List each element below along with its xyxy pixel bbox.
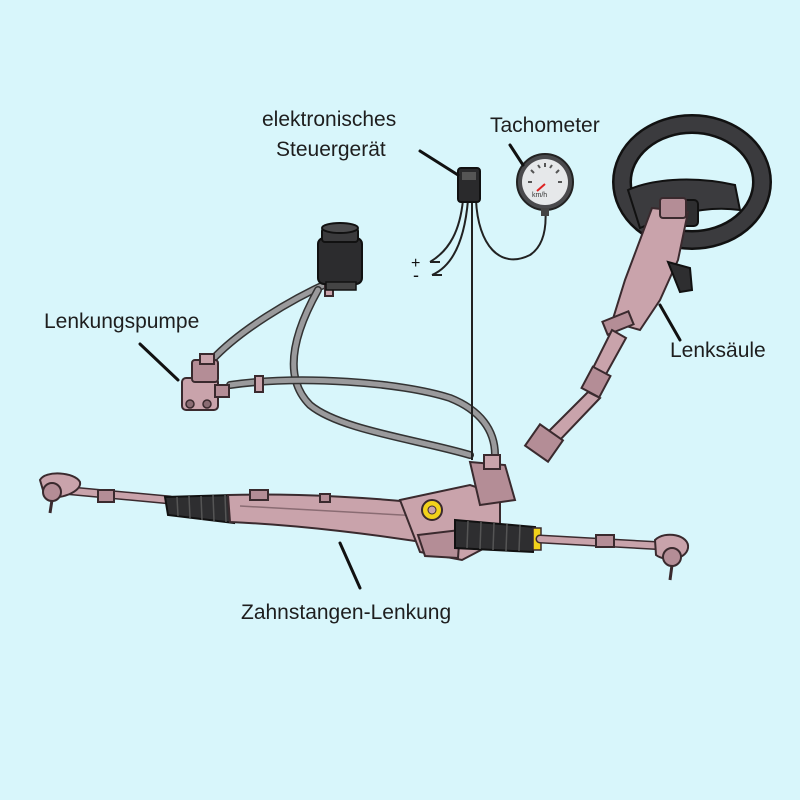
label-steuergeraet-line1: elektronisches [262,108,396,131]
label-steuergeraet-line2: Steuergerät [276,138,386,161]
label-tachometer: Tachometer [490,114,600,137]
label-lenkungspumpe: Lenkungspumpe [44,310,199,333]
gauge-unit: km/h [532,192,547,199]
leader-lines [138,143,682,590]
rack-and-pinion [38,454,690,581]
gauge-needle [536,183,546,192]
terminal-minus: - [413,265,419,285]
steering-wheel [612,114,772,250]
steering-pump [181,353,230,411]
hydraulic-hoses [208,278,499,459]
label-zahnstangen-lenkung: Zahnstangen-Lenkung [241,601,451,624]
control-wiring [429,199,547,460]
fluid-reservoir [317,222,363,291]
label-lenksaeule: Lenksäule [670,339,766,362]
terminal-plus: + [411,255,420,272]
steering-column [523,197,694,464]
ecu-connector [457,167,481,203]
tachometer-gauge: km/h [516,153,574,216]
